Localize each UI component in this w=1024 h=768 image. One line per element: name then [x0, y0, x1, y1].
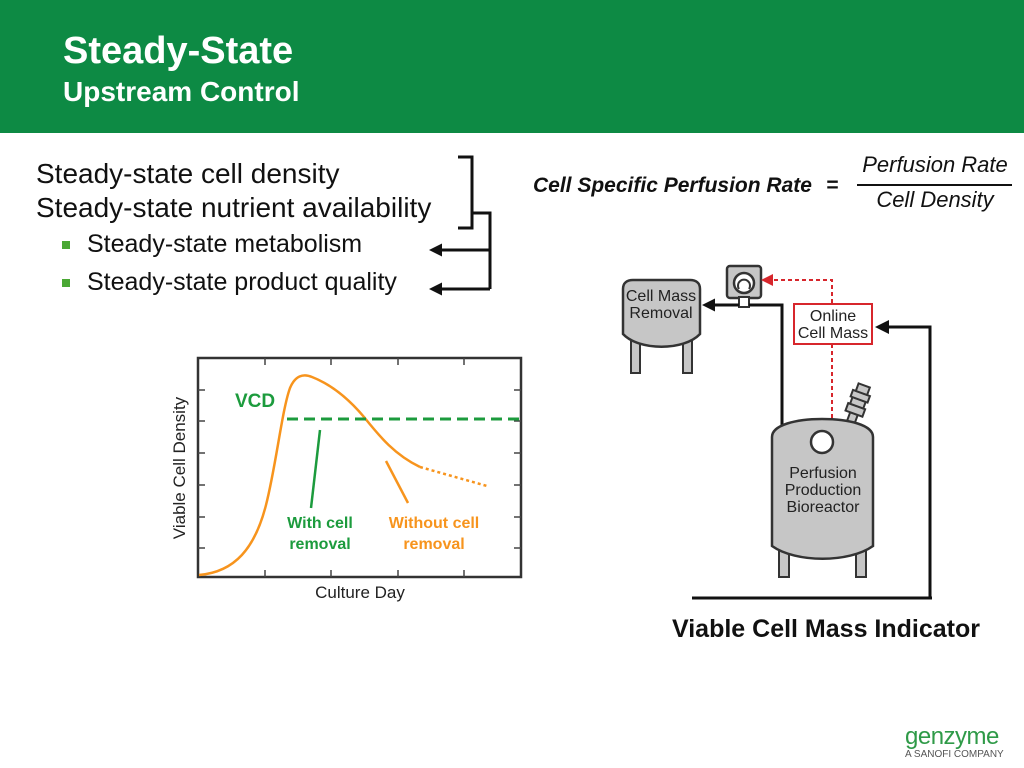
pump-rotor: [732, 271, 756, 295]
removal-tank: Cell Mass Removal: [621, 278, 702, 374]
without-removal-pointer: [384, 460, 410, 504]
with-removal-label-line2: removal: [289, 536, 350, 553]
slide-title: Steady-State: [63, 30, 294, 72]
pump-tubing: [737, 278, 751, 290]
bullet-product-quality: Steady-state product quality: [87, 268, 397, 296]
removal-tank-label-line2: Removal: [629, 305, 692, 322]
header-band: Steady-State Upstream Control: [0, 0, 1024, 133]
online-cell-mass-box: [793, 303, 873, 345]
with-removal-label-line1: With cell: [287, 515, 353, 532]
statement-nutrient-availability: Steady-state nutrient availability: [36, 192, 432, 223]
sensor-label-line1: Online: [810, 308, 856, 325]
statement-cell-density: Steady-state cell density: [36, 158, 340, 189]
process-diagram: Cell Mass Removal Online Cell Mass: [621, 264, 980, 643]
bullet-metabolism: Steady-state metabolism: [87, 230, 363, 258]
without-removal-label-line1: Without cell: [389, 515, 480, 532]
bioreactor-port: [809, 429, 835, 455]
slide-subtitle: Upstream Control: [63, 76, 300, 107]
arrow-left-icon: [761, 274, 773, 286]
bioreactor-label-line2: Production: [785, 482, 862, 499]
formula-numerator: Perfusion Rate: [862, 152, 1008, 177]
removal-tank-label-line1: Cell Mass: [626, 288, 696, 305]
bioreactor-label-line3: Bioreactor: [787, 499, 861, 516]
bioreactor-label-line1: Perfusion: [789, 465, 857, 482]
indicator-feedback-line: [888, 325, 932, 598]
without-removal-label-line2: removal: [403, 536, 464, 553]
arrow-left-icon: [429, 243, 442, 257]
y-axis-label: Viable Cell Density: [170, 396, 189, 539]
control-signal-line: [773, 279, 833, 303]
sensor-probe-icon: [844, 382, 872, 430]
arrow-left-icon: [875, 320, 889, 334]
formula-equals: =: [826, 174, 839, 197]
bioreactor-body: [770, 417, 875, 560]
pump-outlet: [738, 296, 750, 308]
tank-body: [621, 278, 702, 348]
logo-tagline: A SANOFI COMPANY: [905, 749, 1004, 760]
square-bullet-icon: [62, 241, 70, 249]
arrow-left-icon: [702, 298, 715, 312]
bleed-line: [749, 303, 784, 428]
formula-label: Cell Specific Perfusion Rate: [533, 174, 812, 197]
square-bullet-icon: [62, 279, 70, 287]
x-axis-label: Culture Day: [315, 583, 405, 602]
bracket-connector: [472, 211, 492, 289]
growth-plot: VCD With cell removal Without cell remov…: [170, 356, 523, 602]
formula-denominator: Cell Density: [876, 187, 994, 212]
arrow-left-icon: [429, 282, 442, 296]
genzyme-logo: genzyme: [905, 723, 999, 750]
pump-icon: [725, 264, 763, 308]
arrow-to-product-quality: [429, 282, 490, 296]
arrow-to-metabolism: [429, 243, 490, 257]
bioreactor: Perfusion Production Bioreactor: [770, 382, 875, 578]
grouping-bracket: [458, 155, 474, 230]
sensor-label-line2: Cell Mass: [798, 325, 868, 342]
diagram-caption: Viable Cell Mass Indicator: [672, 615, 980, 643]
with-removal-pointer: [309, 429, 322, 509]
plot-ticks: [198, 358, 521, 577]
vcd-label: VCD: [235, 391, 275, 412]
